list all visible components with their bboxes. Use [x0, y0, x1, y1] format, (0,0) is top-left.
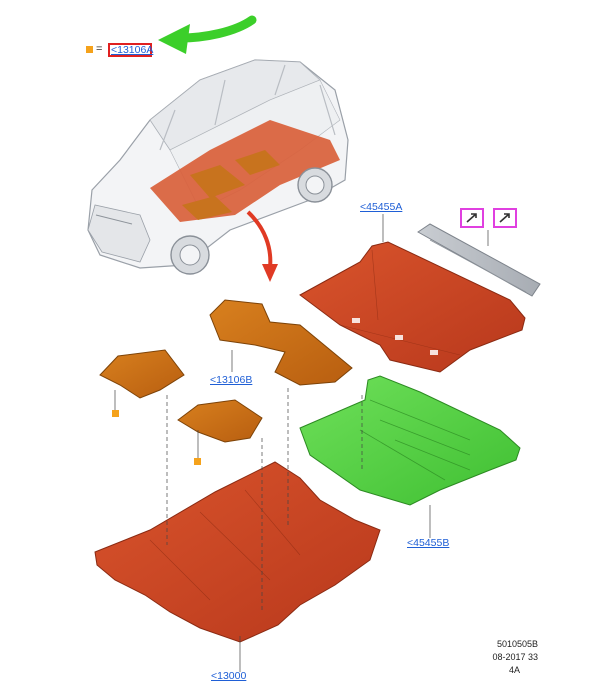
cargo-mat-45455B [299, 375, 521, 506]
rear-trim-panel [417, 223, 541, 297]
rear-load-mat-45455A [299, 241, 526, 373]
diagram-page: 4A [508, 665, 520, 675]
diagram-date: 08-2017 33 [492, 652, 538, 662]
front-right-mat [177, 399, 263, 443]
external-link-icon[interactable] [460, 208, 484, 228]
ref-highlight-box [108, 43, 152, 57]
vehicle-illustration [87, 59, 349, 275]
legend-orange-square [86, 46, 93, 53]
part-marker-square [194, 458, 201, 465]
diagram-id: 5010505B [496, 639, 538, 649]
ref-link-13106A[interactable]: <13106A [111, 44, 154, 56]
legend-equals: = [96, 43, 103, 55]
callout-13000[interactable]: <13000 [211, 670, 247, 682]
leader-lines [114, 214, 489, 672]
part-marker-square [112, 410, 119, 417]
callout-45455B[interactable]: <45455B [407, 537, 450, 549]
red-curved-arrow [246, 210, 278, 282]
floor-carpet-13000 [94, 461, 381, 643]
callout-45455A[interactable]: <45455A [360, 201, 403, 213]
callout-13106B[interactable]: <13106B [210, 374, 253, 386]
green-pointer-arrow [158, 15, 257, 54]
front-left-mat [99, 349, 185, 399]
rear-floor-mat-13106B [209, 299, 353, 386]
external-link-icon[interactable] [493, 208, 517, 228]
